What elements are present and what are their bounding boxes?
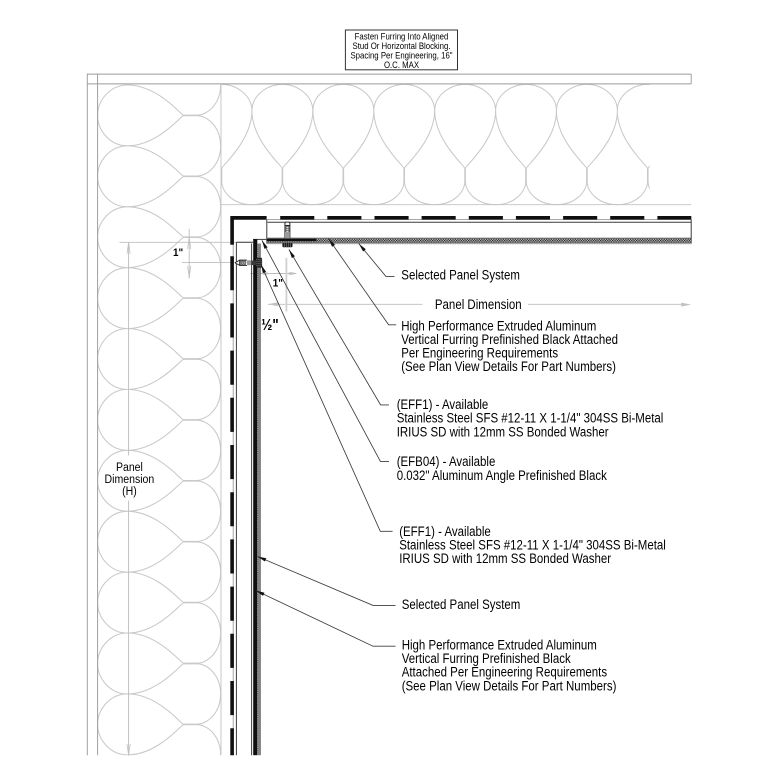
svg-text:Per Engineering Requirements: Per Engineering Requirements — [401, 346, 558, 361]
svg-text:(EFF1) - Available: (EFF1) - Available — [397, 397, 489, 412]
svg-text:(EFF1) - Available: (EFF1) - Available — [399, 524, 491, 539]
svg-text:Vertical Furring Prefinished B: Vertical Furring Prefinished Black — [402, 651, 572, 666]
svg-text:Panel Dimension: Panel Dimension — [435, 297, 522, 312]
svg-text:1": 1" — [173, 246, 183, 259]
svg-text:O.C. MAX: O.C. MAX — [384, 59, 419, 70]
svg-text:Stainless Steel SFS #12-11 X 1: Stainless Steel SFS #12-11 X 1-1/4" 304S… — [399, 538, 666, 553]
svg-text:Stainless Steel SFS #12-11 X 1: Stainless Steel SFS #12-11 X 1-1/4" 304S… — [397, 411, 664, 426]
svg-text:High Performance Extruded Alum: High Performance Extruded Aluminum — [402, 638, 597, 653]
svg-text:0.032" Aluminum Angle Prefinis: 0.032" Aluminum Angle Prefinished Black — [397, 468, 608, 483]
svg-text:Attached Per Engineering Requi: Attached Per Engineering Requirements — [402, 665, 607, 680]
svg-text:Panel: Panel — [116, 461, 143, 474]
svg-text:1": 1" — [273, 277, 283, 290]
svg-text:Fasten Furring Into Aligned: Fasten Furring Into Aligned — [355, 31, 449, 42]
svg-text:Dimension: Dimension — [105, 473, 155, 486]
svg-text:½": ½" — [261, 317, 278, 334]
svg-text:High Performance Extruded Alum: High Performance Extruded Aluminum — [401, 318, 596, 333]
svg-text:Vertical Furring Prefinished B: Vertical Furring Prefinished Black Attac… — [401, 332, 618, 347]
svg-text:(See Plan View Details For Par: (See Plan View Details For Part Numbers) — [401, 359, 616, 374]
svg-text:IRIUS SD with 12mm SS Bonded W: IRIUS SD with 12mm SS Bonded Washer — [397, 424, 609, 439]
svg-text:(H): (H) — [122, 485, 137, 498]
svg-text:Spacing Per Engineering, 16": Spacing Per Engineering, 16" — [350, 50, 452, 61]
svg-text:(EFB04) - Available: (EFB04) - Available — [397, 454, 496, 469]
svg-text:Selected Panel System: Selected Panel System — [402, 597, 521, 612]
svg-text:(See Plan View Details For Par: (See Plan View Details For Part Numbers) — [402, 679, 617, 694]
svg-text:Stud Or Horizontal Blocking.: Stud Or Horizontal Blocking. — [352, 40, 450, 51]
svg-text:IRIUS SD with 12mm SS Bonded W: IRIUS SD with 12mm SS Bonded Washer — [399, 551, 611, 566]
svg-text:Selected Panel System: Selected Panel System — [401, 268, 520, 283]
